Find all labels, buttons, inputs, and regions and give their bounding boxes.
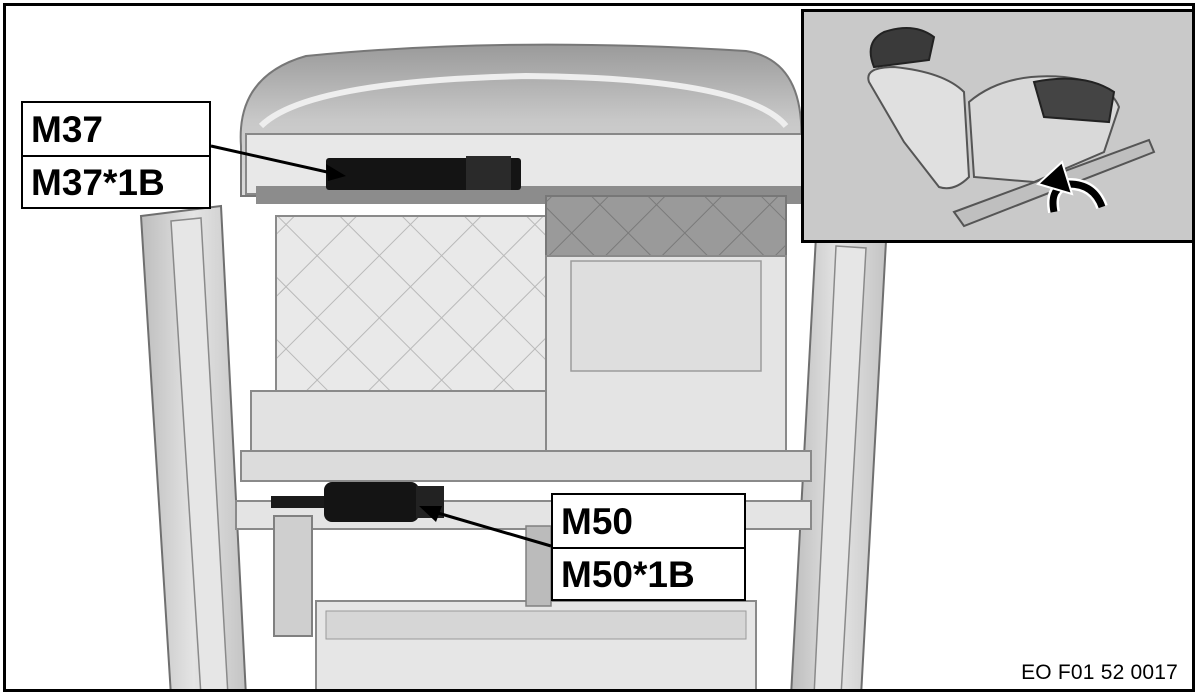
seat-overview-inset [801, 9, 1192, 243]
seat-overview-shape [867, 27, 1156, 228]
seat-backrest-illustration [139, 43, 888, 689]
diagram-frame: M37 M37*1B M50 M50*1B EO F01 52 0017 [3, 3, 1195, 692]
m50-label: M50 [561, 500, 633, 542]
rotation-arrow-icon [1036, 160, 1108, 214]
rear-mesh-dark [545, 195, 787, 257]
m37-label: M37 [31, 108, 103, 150]
left-side-rail [139, 204, 247, 689]
m37-label-box: M37 M37*1B [21, 101, 211, 209]
right-side-rail [790, 234, 888, 689]
seat-overview-illustration [804, 12, 1192, 240]
lower-mount-plate [250, 390, 547, 452]
m50-motor [271, 482, 444, 522]
m50-label-box: M50 M50*1B [551, 493, 746, 601]
cross-bar-middle [240, 450, 812, 482]
support-tube [273, 515, 313, 637]
pointer-lines [210, 144, 552, 548]
m37-1b-label: M37*1B [23, 155, 209, 207]
lumbar-mesh-panel [275, 215, 547, 397]
m50-1b-label: M50*1B [553, 547, 744, 599]
m37-motor [326, 156, 521, 190]
figure-reference-code: EO F01 52 0017 [1021, 661, 1178, 684]
